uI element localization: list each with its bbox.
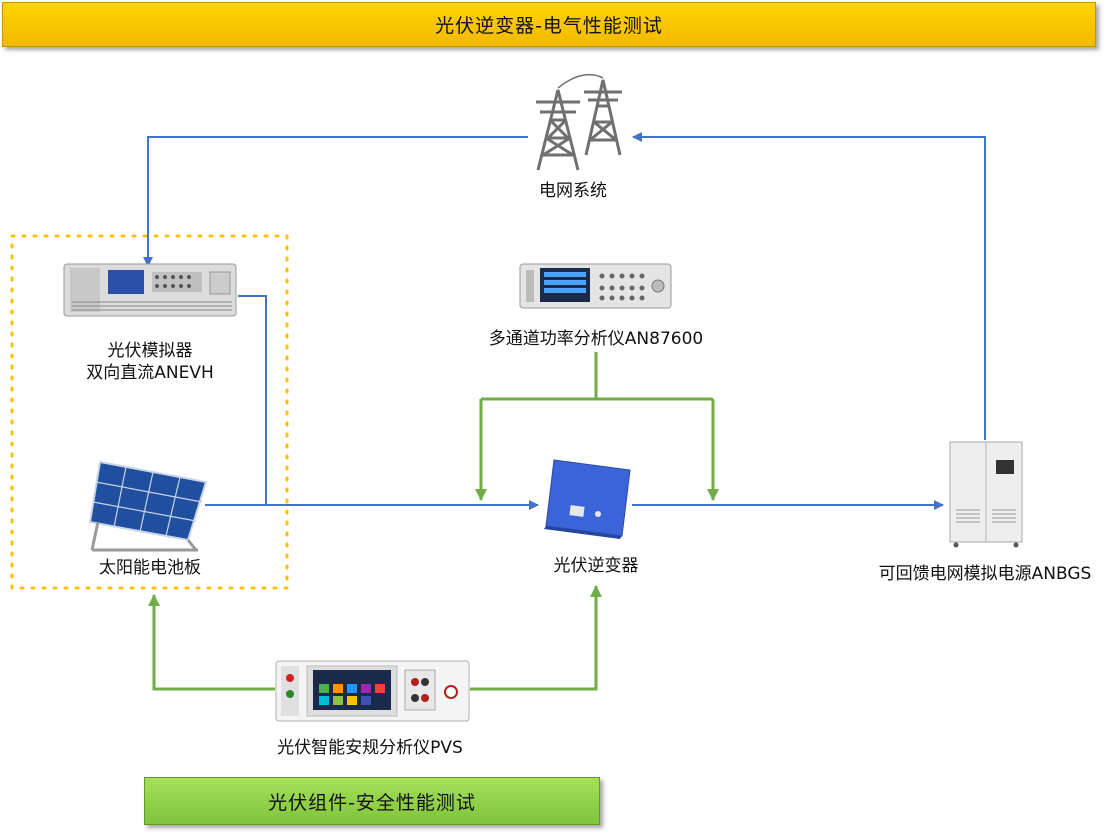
pv-source-highlight-box [10,234,289,590]
grid-label: 电网系统 [539,181,607,201]
safety-test-banner: 光伏组件-安全性能测试 [144,777,600,825]
electrical-test-banner: 光伏逆变器-电气性能测试 [2,2,1096,47]
grid-simulator-label: 可回馈电网模拟电源ANBGS [878,564,1092,584]
power-analyzer-device [519,263,672,309]
pv-simulator-label-line1: 光伏模拟器 [107,341,193,361]
power-analyzer-label: 多通道功率分析仪AN87600 [488,329,704,349]
safety-analyzer-device [275,660,470,722]
electrical-test-title: 光伏逆变器-电气性能测试 [435,15,663,37]
safety-test-title: 光伏组件-安全性能测试 [268,791,476,814]
safety-analyzer-label: 光伏智能安规分析仪PVS [277,738,463,758]
solar-panel-icon [88,460,208,552]
grid-sim-to-grid-line [632,132,986,440]
inverter-label: 光伏逆变器 [553,556,639,576]
grid-to-simulator-line [143,136,528,267]
pv-simulator-label: 光伏模拟器 双向直流ANEVH [70,340,230,384]
pv-simulator-label-line2: 双向直流ANEVH [86,363,214,383]
pv-simulator-device [63,263,237,317]
grid-simulator-cabinet [949,441,1023,548]
simulator-output-line [238,295,267,505]
safety-to-inverter-line [470,585,602,691]
safety-to-panel-line [148,594,275,691]
power-tower-icon [536,73,622,171]
solar-panel-label: 太阳能电池板 [99,558,201,578]
inverter-device [544,459,631,539]
